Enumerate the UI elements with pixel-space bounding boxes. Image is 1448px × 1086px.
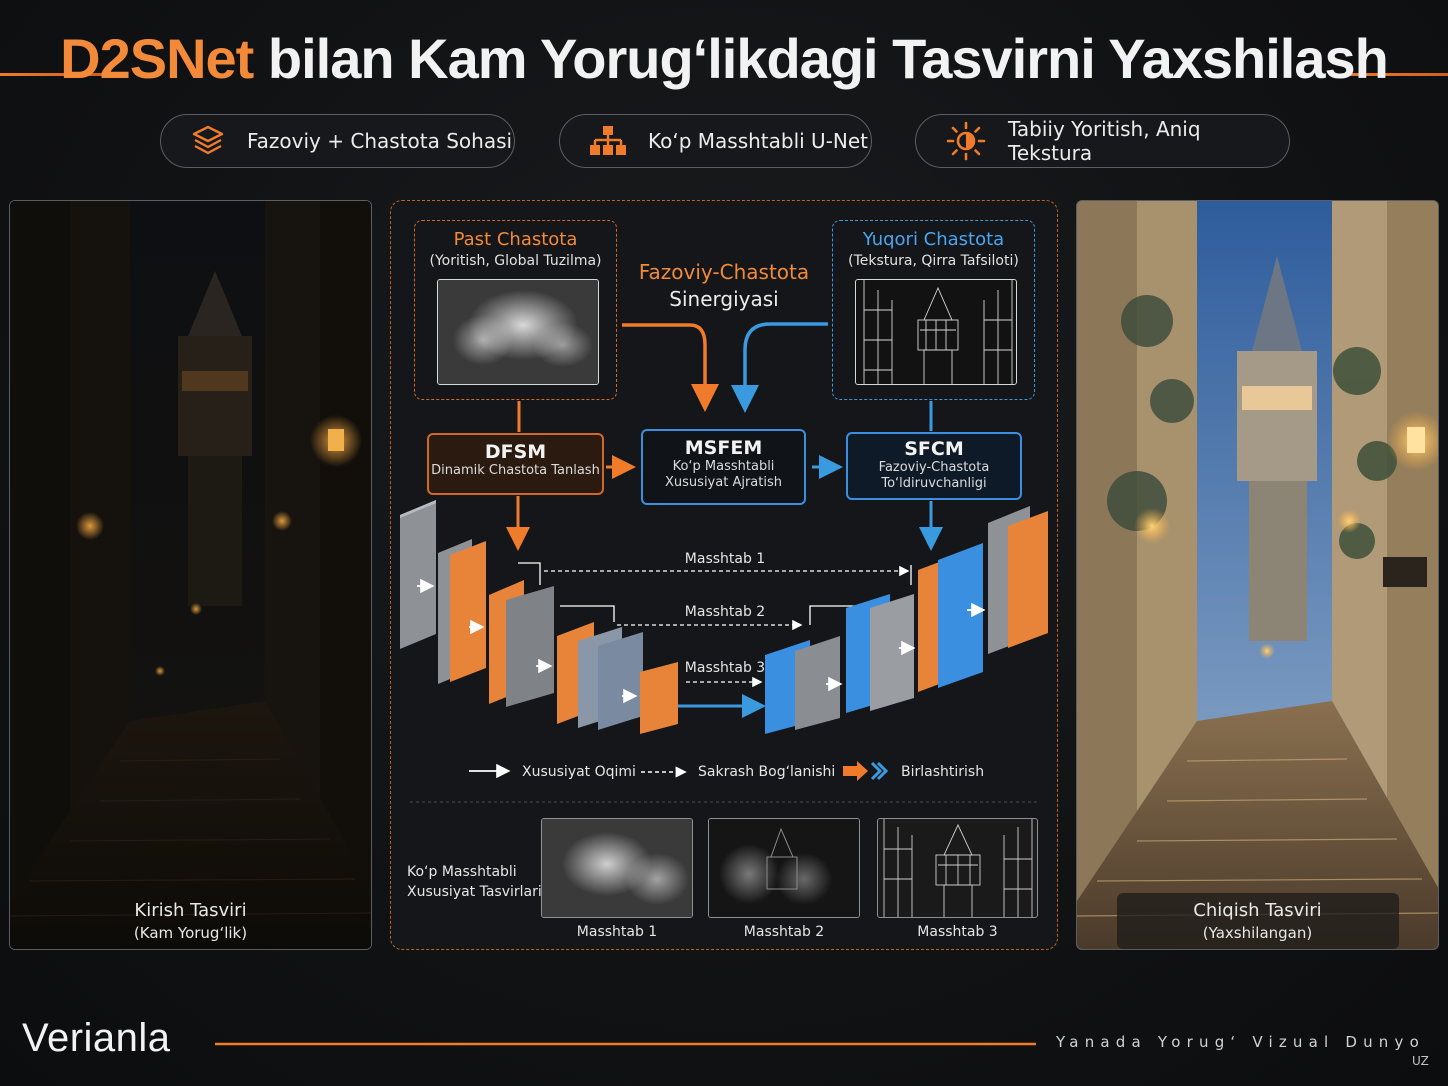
msfem-title: MSFEM [684,437,763,459]
output-subtitle: (Yaxshilangan) [1202,924,1313,942]
high-frequency-title: Yuqori Chastota [862,229,1005,250]
dfsm-desc: Dinamik Chastota Tanlash [431,463,600,478]
synergy-label: Fazoviy-Chastota Sinergiyasi [630,259,818,313]
feature-maps-label-line1: Ko‘p Masshtabli [407,864,517,880]
pill-multiscale-unet: Ko‘p Masshtabli U-Net [559,114,872,168]
input-subtitle: (Kam Yorug‘lik) [133,924,248,942]
pill-natural-light: Tabiiy Yoritish, Aniq Tekstura [915,114,1290,168]
footer-tagline: Yanada Yorug‘ Vizual Dunyo [1056,1033,1425,1051]
input-caption: Kirish Tasviri (Kam Yorug‘lik) [10,899,371,945]
dfsm-title: DFSM [484,441,547,463]
high-frequency-box: Yuqori Chastota (Tekstura, Qirra Tafsilo… [832,220,1035,400]
output-title: Chiqish Tasviri [1193,900,1322,921]
page-title: D2SNet bilan Kam Yorug‘likdagi Tasvirni … [0,26,1448,91]
feature-map-caption: Masshtab 2 [743,924,825,940]
high-frequency-map [855,279,1017,385]
msfem-module: MSFEM Ko‘p Masshtabli Xususiyat Ajratish [641,429,806,505]
output-caption: Chiqish Tasviri (Yaxshilangan) [1077,899,1438,945]
legend-fusion-blue [870,761,889,781]
input-image-panel: Kirish Tasviri (Kam Yorug‘lik) [9,200,372,950]
low-frequency-map [437,279,599,385]
high-frequency-edges-image [863,280,1013,384]
synergy-line2: Sinergiyasi [669,287,779,311]
input-title: Kirish Tasviri [134,900,247,921]
bright-street-image [1077,201,1438,949]
language-code: UZ [1412,1054,1429,1068]
low-frequency-box: Past Chastota (Yoritish, Global Tuzilma) [414,220,617,400]
output-caption-backdrop [1117,893,1399,949]
high-to-msfem-arrow [731,322,828,413]
title-rest: bilan Kam Yorug‘likdagi Tasvirni Yaxshil… [253,27,1389,90]
dark-street-image [10,201,371,949]
high-frequency-subtitle: (Tekstura, Qirra Tafsiloti) [848,253,1019,269]
low-to-msfem-arrow [622,323,719,412]
pill-spatial-frequency: Fazoviy + Chastota Sohasi [160,114,515,168]
synergy-line1: Fazoviy-Chastota [638,260,810,284]
decoder-blocks [765,506,1048,734]
hierarchy-icon [590,126,626,155]
scale1-label: Masshtab 1 [684,551,766,567]
sfcm-desc-line1: Fazoviy-Chastota [878,460,990,475]
msfem-desc-line2: Xususiyat Ajratish [665,475,782,490]
feature-map-thumb [877,818,1038,918]
feature-map-thumb [541,818,693,918]
feature-map-caption: Masshtab 1 [576,924,658,940]
output-image-panel: Chiqish Tasviri (Yaxshilangan) [1076,200,1439,950]
pill-label: Tabiiy Yoritish, Aniq Tekstura [1008,117,1201,165]
title-rule-left [0,73,102,76]
layers-icon [192,125,224,155]
sfcm-desc-line2: To‘ldiruvchanligi [881,476,987,491]
brand-logo: Verianla [22,1016,171,1060]
feature-maps-label-line2: Xususiyat Tasvirlari [407,884,542,900]
title-rule-right [1346,73,1448,76]
feature-map-2-image [709,819,859,917]
legend-fusion-orange [843,761,868,781]
encoder-blocks [400,500,678,734]
feature-maps-label: Ko‘p Masshtabli Xususiyat Tasvirlari [407,862,542,902]
feature-map-1-image [542,819,692,917]
legend-fusion-label: Birlashtirish [901,764,985,780]
feature-map-thumb [708,818,860,918]
scale3-label: Masshtab 3 [684,660,766,676]
title-accent: D2SNet [60,27,254,90]
legend-skip-label: Sakrash Bog‘lanishi [698,764,836,780]
feature-map-caption: Masshtab 3 [917,924,998,940]
low-frequency-blur-image [438,280,598,384]
pill-label: Fazoviy + Chastota Sohasi [247,129,513,153]
sfcm-module: SFCM Fazoviy-Chastota To‘ldiruvchanligi [846,432,1022,500]
scale2-label: Masshtab 2 [684,604,766,620]
feature-map-3-image [883,819,1033,917]
sun-icon [946,121,986,161]
pill-label: Ko‘p Masshtabli U-Net [648,129,869,153]
sfcm-title: SFCM [904,438,964,460]
low-frequency-subtitle: (Yoritish, Global Tuzilma) [429,253,602,269]
legend-flow-label: Xususiyat Oqimi [522,764,636,780]
low-frequency-title: Past Chastota [453,229,578,250]
msfem-desc-line1: Ko‘p Masshtabli [672,459,775,474]
dfsm-module: DFSM Dinamik Chastota Tanlash [427,433,604,495]
